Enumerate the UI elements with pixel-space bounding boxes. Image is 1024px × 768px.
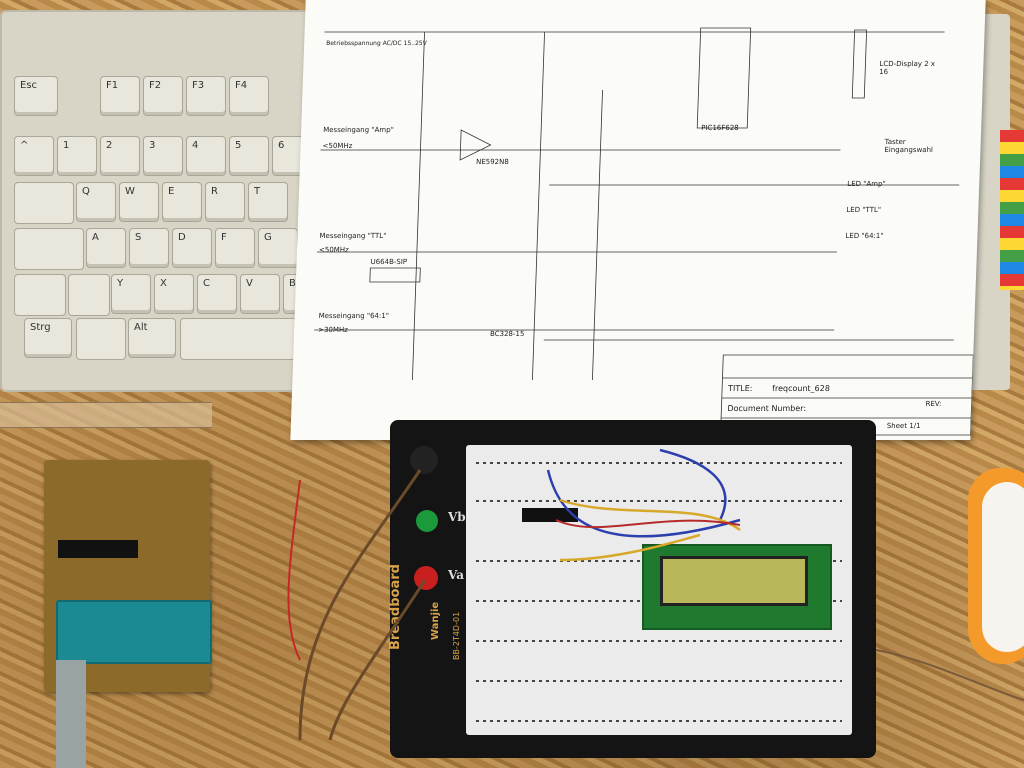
mouse-top-shell xyxy=(982,482,1024,652)
key-caret: ^ xyxy=(14,136,54,176)
caps-lock-key xyxy=(14,228,84,270)
key-5: 5 xyxy=(229,136,269,176)
key-f2: F2 xyxy=(143,76,183,116)
key-a: A xyxy=(86,228,126,268)
breadboard-rail xyxy=(476,462,842,464)
key-r: R xyxy=(205,182,245,222)
color-chart-card xyxy=(1000,130,1024,290)
key-3: 3 xyxy=(143,136,183,176)
key-y: Y xyxy=(111,274,151,314)
lcd-screen xyxy=(660,556,808,606)
breadboard-rail xyxy=(476,680,842,682)
key-d: D xyxy=(172,228,212,268)
usb-cable xyxy=(56,660,86,768)
terminal-va-label: Va xyxy=(448,568,464,582)
key-g: G xyxy=(258,228,298,268)
key-strg: Strg xyxy=(24,318,72,358)
key-alt: Alt xyxy=(128,318,176,358)
windows-key xyxy=(76,318,126,360)
key-e: E xyxy=(162,182,202,222)
key-x: X xyxy=(154,274,194,314)
breadboard-rail xyxy=(476,500,842,502)
key-c: C xyxy=(197,274,237,314)
schematic-drawing xyxy=(314,27,974,436)
key-q: Q xyxy=(76,182,116,222)
key-2: 2 xyxy=(100,136,140,176)
key-f: F xyxy=(215,228,255,268)
key-s: S xyxy=(129,228,169,268)
pcb-ic-chip xyxy=(58,540,138,558)
key-w: W xyxy=(119,182,159,222)
plastic-ruler xyxy=(0,402,212,428)
schematic-printout: Betriebsspannung AC/DC 15..25V Messeinga… xyxy=(290,0,986,440)
terminal-post-red xyxy=(414,566,438,590)
key-t: T xyxy=(248,182,288,222)
shift-key xyxy=(14,274,66,316)
breadboard-rail xyxy=(476,720,842,722)
key-v: V xyxy=(240,274,280,314)
tab-key xyxy=(14,182,74,224)
terminal-post-black xyxy=(410,446,438,474)
zif-socket xyxy=(56,600,212,664)
terminal-post-green xyxy=(416,510,438,532)
terminal-vb-label: Vb xyxy=(448,510,466,524)
key-4: 4 xyxy=(186,136,226,176)
key-f1: F1 xyxy=(100,76,140,116)
key-f3: F3 xyxy=(186,76,226,116)
key-1: 1 xyxy=(57,136,97,176)
key-f4: F4 xyxy=(229,76,269,116)
key-esc: Esc xyxy=(14,76,58,116)
key-angle xyxy=(68,274,110,316)
breadboard-rail xyxy=(476,640,842,642)
breadboard-ic-chip xyxy=(522,508,578,522)
keyboard: Esc F1 F2 F3 F4 ^ 1 2 3 4 5 6 Q W E R T … xyxy=(0,10,320,392)
